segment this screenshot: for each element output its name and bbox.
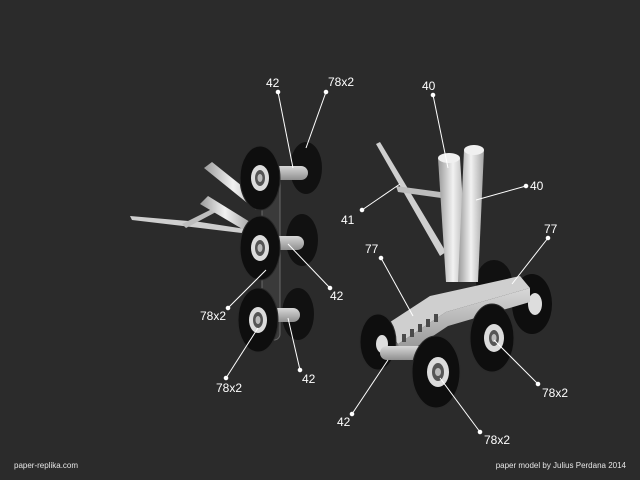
right-front-wheel-2 <box>411 335 461 409</box>
footer-credit: paper model by Julius Perdana 2014 <box>496 461 627 470</box>
part-label-42-mid: 42 <box>330 289 344 303</box>
part-label-40-top: 40 <box>422 79 436 93</box>
left-gear-assembly <box>130 142 322 353</box>
part-label-42-top: 42 <box>266 76 280 90</box>
part-label-78x2-bot: 78x2 <box>216 381 242 395</box>
part-label-41: 41 <box>341 213 355 227</box>
right-thin-brace <box>376 142 446 256</box>
part-label-78x2-right: 78x2 <box>542 386 568 400</box>
right-back-wheel-2-hub <box>528 293 542 315</box>
footer-site: paper-replika.com <box>14 461 78 470</box>
right-strut-front-cap <box>438 153 460 163</box>
right-strut-rear-cap <box>464 145 484 155</box>
right-gear-assembly <box>359 142 552 409</box>
left-front-wheel-mid <box>239 215 281 281</box>
left-lower-strut <box>200 196 250 230</box>
part-label-78x2-right-bot: 78x2 <box>484 433 510 447</box>
part-label-78x2-top: 78x2 <box>328 75 354 89</box>
part-labels: 42 78x2 40 40 41 77 77 42 78x2 42 78x2 7… <box>200 75 568 447</box>
part-label-42-right-bot: 42 <box>337 415 351 429</box>
left-front-wheel-top <box>239 145 281 211</box>
right-front-wheel-3 <box>469 303 515 373</box>
right-front-wheel-1 <box>359 313 397 371</box>
part-label-77-right: 77 <box>544 222 558 236</box>
left-back-wheel-top <box>290 142 322 194</box>
right-bogie-teeth <box>402 314 438 342</box>
part-label-77-left: 77 <box>365 242 379 256</box>
part-label-40-right: 40 <box>530 179 544 193</box>
leader-lines <box>223 89 551 435</box>
part-label-78x2-mid: 78x2 <box>200 309 226 323</box>
left-front-wheel-bot <box>237 287 279 353</box>
left-thin-strut-2 <box>182 208 216 228</box>
part-label-42-bot: 42 <box>302 372 316 386</box>
right-strut-rear <box>458 150 484 282</box>
